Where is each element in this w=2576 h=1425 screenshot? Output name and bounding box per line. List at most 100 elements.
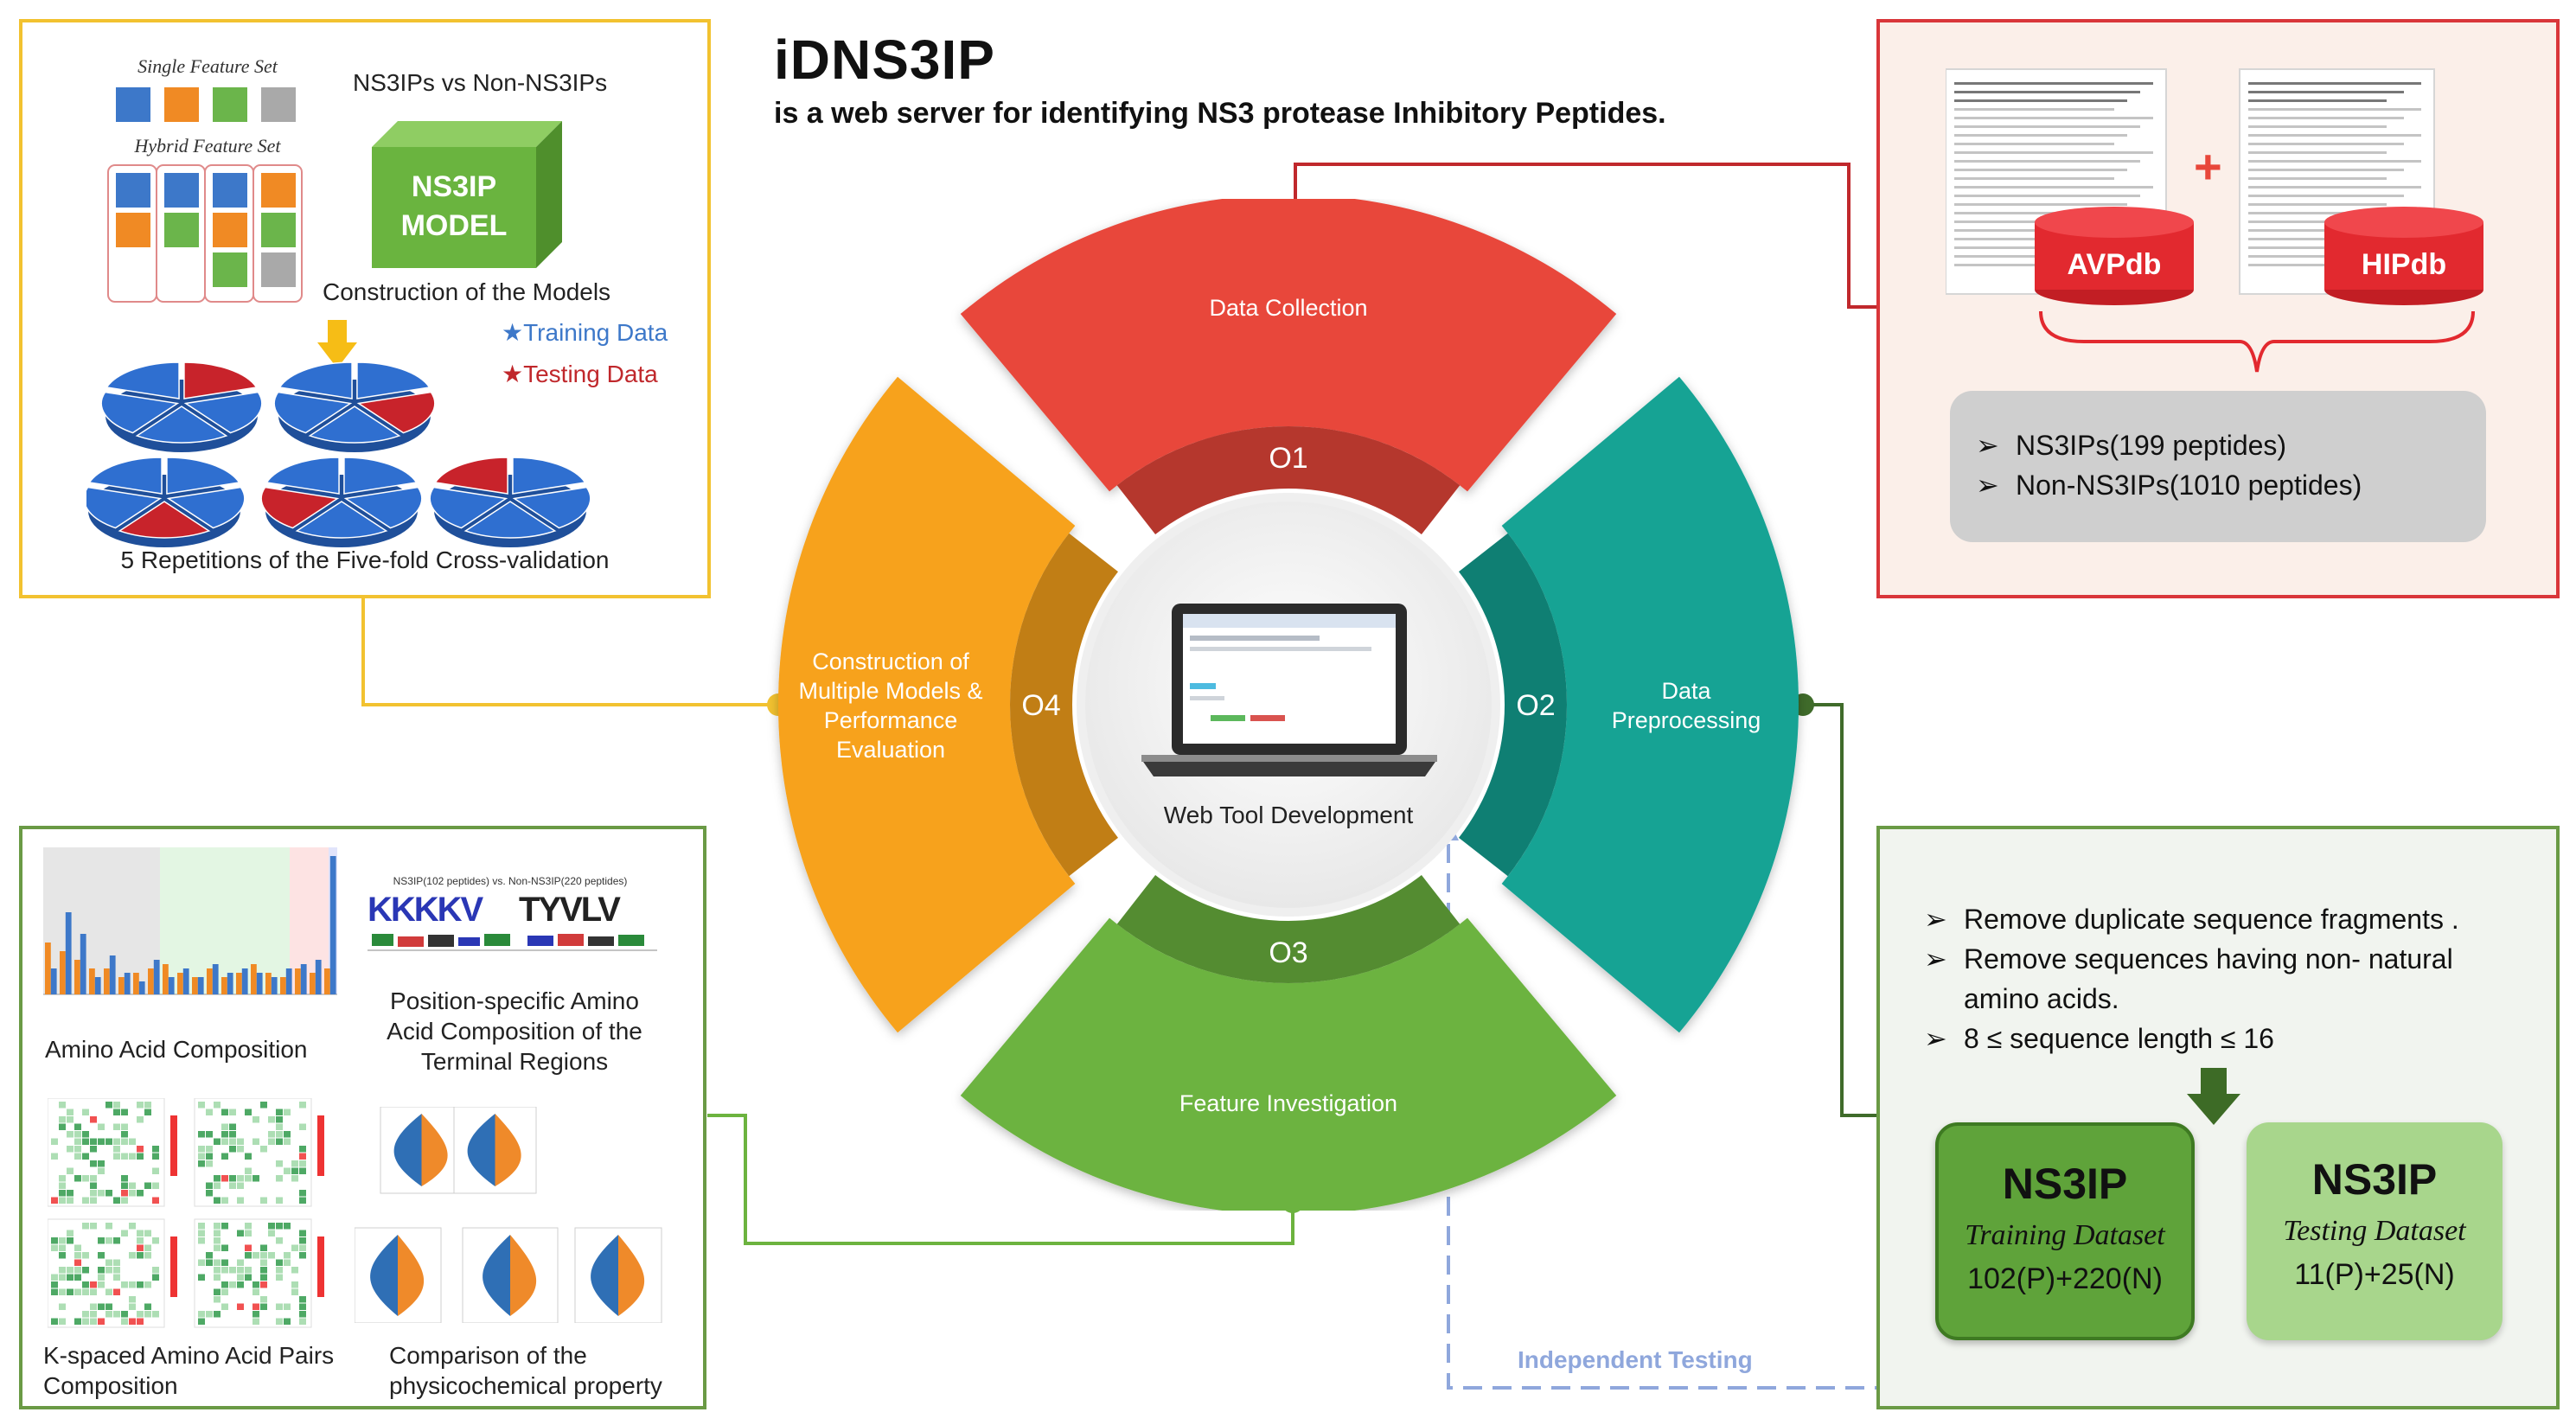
pie-slice — [118, 501, 211, 539]
ksaap-caption-line-2: Composition — [43, 1372, 178, 1399]
pie-slice — [166, 486, 246, 529]
ksaap-caption: K-spaced Amino Acid Pairs Composition — [43, 1340, 334, 1401]
cycle-number-4: O4 — [1021, 689, 1060, 722]
phys-caption-line-2: physicochemical property — [389, 1372, 662, 1399]
pie-slice — [512, 457, 586, 495]
violin-left — [393, 1114, 422, 1186]
cycle-label-4-line-3: Performance — [824, 707, 958, 733]
violin-right — [495, 1114, 521, 1186]
logo-header: NS3IP(102 peptides) vs. Non-NS3IP(220 pe… — [393, 875, 628, 887]
pie-slice — [273, 391, 353, 434]
logo-left-letters: KKKKV — [368, 891, 483, 929]
pie-slice — [295, 501, 388, 539]
pie-slice — [166, 457, 240, 495]
cycle-label-4-line-2: Multiple Models & — [798, 678, 982, 704]
data-collection-connector — [1294, 163, 1883, 309]
ns3ip-count: NS3IPs(199 peptides) — [1976, 425, 2362, 465]
cycle-number-3: O3 — [1269, 936, 1307, 969]
single-feature-label: Single Feature Set — [137, 55, 278, 77]
page-subtitle: is a web server for identifying NS3 prot… — [774, 97, 1666, 130]
violin-right — [618, 1235, 645, 1316]
testing-subtitle: Testing Dataset — [2283, 1215, 2466, 1247]
pie-slice — [88, 457, 163, 495]
cross-validation-pies — [86, 361, 591, 547]
training-legend: ★Training Data — [502, 318, 668, 347]
non-ns3ip-count: Non-NS3IPs(1010 peptides) — [1976, 465, 2362, 505]
cycle-label-2-line-1: Data — [1661, 678, 1711, 704]
cycle-segment-3 — [960, 917, 1617, 1211]
ksaap-caption-line-1: K-spaced Amino Acid Pairs — [43, 1342, 335, 1369]
cycle-inner-segment-1 — [1116, 426, 1461, 534]
rule-length: 8 ≤ sequence length ≤ 16 — [1924, 1019, 2459, 1058]
cycle-label-3-line-1: Feature Investigation — [1179, 1090, 1397, 1116]
cycle-label-1-line-1: Data Collection — [1209, 295, 1367, 321]
hybrid-feature-columns — [107, 164, 303, 303]
pie-slice — [100, 391, 180, 434]
pie-slice — [343, 457, 418, 495]
pie-slice — [308, 406, 401, 444]
hipdb-cylinder: HIPdb — [2324, 207, 2483, 305]
web-tool-label: Web Tool Development — [1164, 802, 1414, 828]
violin-left — [467, 1114, 495, 1186]
brace-icon — [2039, 310, 2475, 373]
feature-connector — [707, 1114, 1294, 1245]
pie-slice — [356, 361, 431, 399]
violin-left — [370, 1235, 398, 1316]
pie-slice — [135, 406, 228, 444]
plus-icon: + — [2194, 139, 2222, 194]
testing-dataset-box — [2247, 1122, 2502, 1340]
avpdb-label: AVPdb — [2068, 248, 2162, 281]
pie-slice — [260, 486, 340, 529]
ksaap-heatmaps — [48, 1098, 324, 1328]
independent-testing-label: Independent Testing — [1518, 1346, 1753, 1373]
cycle-segment-1 — [960, 199, 1617, 492]
physicochemical-violins — [355, 1107, 662, 1323]
cycle-number-1: O1 — [1269, 442, 1307, 475]
model-panel-connector — [361, 592, 778, 706]
pie-slice — [356, 391, 436, 434]
pie-slice — [278, 361, 353, 399]
preprocessing-connector — [1803, 703, 1883, 1117]
cycle-inner-segment-4 — [1010, 533, 1118, 877]
blue-star-icon: ★ — [502, 319, 524, 346]
pie-slice — [512, 486, 591, 529]
psaac-caption-line-1: Position-specific Amino — [390, 987, 639, 1014]
training-count: 102(P)+220(N) — [1967, 1262, 2163, 1295]
violin-left — [591, 1235, 618, 1316]
violin-left — [483, 1235, 510, 1316]
aac-caption: Amino Acid Composition — [45, 1036, 308, 1063]
pie-slice — [434, 457, 508, 495]
phys-caption-line-1: Comparison of the — [389, 1342, 587, 1369]
pie-slice — [183, 391, 263, 434]
training-subtitle: Training Dataset — [1965, 1219, 2165, 1251]
pie-slice — [86, 486, 163, 529]
cycle-inner-segment-2 — [1459, 533, 1567, 877]
training-legend-text: Training Data — [523, 319, 668, 346]
cycle-segment-2 — [1501, 376, 1799, 1033]
laptop-icon — [1141, 604, 1437, 776]
cv-caption: 5 Repetitions of the Five-fold Cross-val… — [120, 546, 610, 573]
construction-caption: Construction of the Models — [323, 278, 611, 305]
pie-slice — [183, 361, 258, 399]
training-dataset-box — [1935, 1122, 2195, 1340]
cycle-number-2: O2 — [1516, 689, 1555, 722]
pie-slice — [463, 501, 557, 539]
violin-right — [510, 1235, 537, 1316]
down-arrow-icon — [317, 320, 357, 368]
avpdb-cylinder: AVPdb — [2035, 207, 2194, 305]
cycle-label-2-line-2: Preprocessing — [1612, 707, 1761, 733]
cycle-inner-segment-3 — [1116, 875, 1461, 983]
cycle-segment-4 — [778, 376, 1076, 1033]
hipdb-label: HIPdb — [2362, 248, 2446, 281]
violin-right — [421, 1114, 448, 1186]
pie-slice — [429, 486, 508, 529]
rule-non-natural: Remove sequences having non- naturalamin… — [1924, 939, 2459, 1019]
logo-lower-strip — [368, 934, 657, 951]
single-feature-squares — [116, 87, 296, 122]
model-box-line-1: NS3IP — [412, 170, 496, 203]
workflow-cycle: Web Tool Development O1 Data CollectionO2… — [778, 199, 1799, 1211]
testing-title: NS3IP — [2311, 1155, 2438, 1204]
cycle-label-4-line-1: Construction of — [812, 649, 969, 674]
cycle-label-4-line-4: Evaluation — [836, 737, 945, 763]
